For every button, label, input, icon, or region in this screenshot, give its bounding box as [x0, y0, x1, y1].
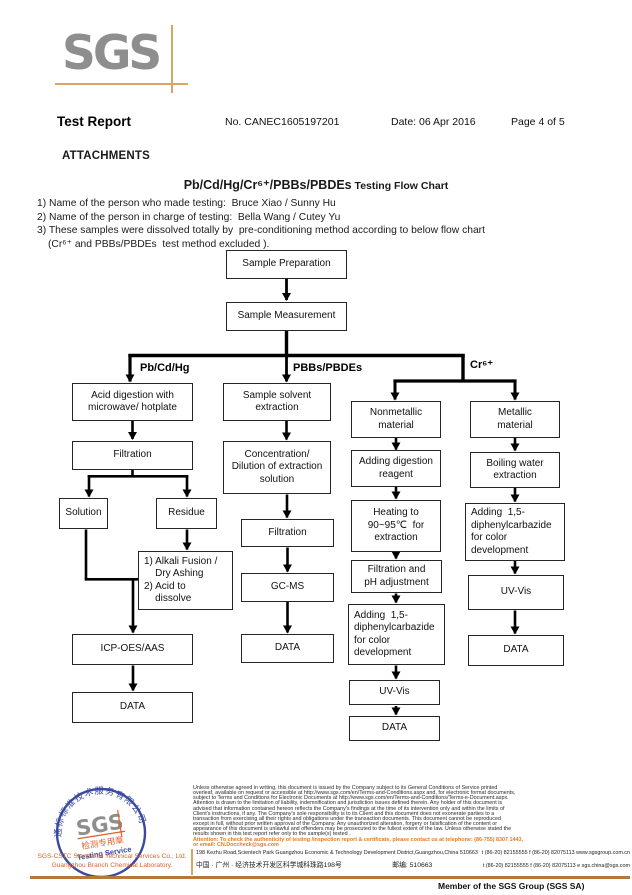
report-date: Date: 06 Apr 2016	[391, 116, 476, 128]
flow-node-adding-dpc-metallic: Adding 1,5- diphenylcarbazide for color …	[465, 503, 565, 561]
flow-node-solvent-extraction: Sample solvent extraction	[223, 383, 331, 421]
address-en: 198 Kezhu Road,Scientech Park Guangzhou …	[196, 850, 478, 856]
flow-node-residue: Residue	[156, 498, 217, 529]
contact-cn: t (86-20) 82155555 f (86-20) 82075113 e …	[482, 863, 630, 869]
terms-line: transaction from exercising all their ri…	[193, 815, 501, 822]
branch-label-cr6: Cr⁶⁺	[470, 359, 494, 371]
address-row-en: 198 Kezhu Road,Scientech Park Guangzhou …	[196, 850, 630, 856]
stamp-cross-horizontal	[77, 830, 126, 840]
stamp-company-line2: Guangzhou Branch Chemical Laboratory.	[51, 862, 173, 869]
flow-node-alkali-fusion: 1) Alkali Fusion / Dry Ashing 2) Acid to…	[138, 551, 233, 610]
flow-node-uv-vis-metallic: UV-Vis	[468, 575, 564, 610]
flow-node-acid-digestion: Acid digestion with microwave/ hotplate	[72, 383, 193, 421]
branch-label-pb-cd-hg: Pb/Cd/Hg	[140, 362, 190, 374]
terms-line: subject to Terms and Conditions for Elec…	[193, 795, 509, 802]
flow-chart-title-suffix: Testing Flow Chart	[351, 180, 449, 192]
page-number: Page 4 of 5	[511, 116, 565, 128]
sgs-logo: SGS	[62, 26, 162, 81]
terms-and-conditions-text: Unless otherwise agreed in writing, this…	[193, 785, 630, 848]
terms-line: overleaf, available on request or access…	[193, 790, 516, 797]
flow-node-filtration-ph-adjustment: Filtration and pH adjustment	[351, 560, 442, 593]
flow-node-sample-measurement: Sample Measurement	[226, 302, 347, 331]
report-number: No. CANEC1605197201	[225, 116, 340, 128]
flow-node-data-nonmetallic: DATA	[349, 716, 440, 741]
flow-node-heating-extraction: Heating to 90~95℃ for extraction	[351, 500, 441, 552]
logo-vertical-line	[171, 25, 173, 93]
doc-type-title: Test Report	[57, 114, 132, 129]
flow-node-adding-digestion-reagent: Adding digestion reagent	[351, 450, 441, 487]
note-line: 2) Name of the person in charge of testi…	[37, 211, 341, 223]
terms-line: Unless otherwise agreed in writing, this…	[193, 785, 498, 791]
address-block: 198 Kezhu Road,Scientech Park Guangzhou …	[196, 850, 630, 869]
attachments-heading: ATTACHMENTS	[62, 150, 151, 162]
stamp-company-line1: SGS-CSTC Standards Technical Services Co…	[37, 853, 187, 860]
flow-node-data-pbb: DATA	[241, 634, 334, 663]
flow-node-data-pb: DATA	[72, 692, 193, 723]
flow-node-solution: Solution	[59, 498, 108, 529]
terms-line: Client's instructions, if any. The Compa…	[193, 810, 495, 817]
flow-chart-title-main: Pb/Cd/Hg/Cr⁶⁺/PBBs/PBDEs	[183, 178, 352, 192]
address-row-cn: 中国 · 广州 · 经济技术开发区科学城科珠路198号 邮编: 510663 t…	[196, 859, 630, 869]
flow-node-gc-ms: GC-MS	[241, 573, 334, 602]
terms-line: Attention is drawn to the limitation of …	[193, 800, 503, 807]
flow-node-metallic-material: Metallic material	[470, 401, 560, 438]
flow-node-nonmetallic-material: Nonmetallic material	[351, 401, 441, 438]
stamp-company-lines: SGS-CSTC Standards Technical Services Co…	[28, 852, 196, 870]
terms-line: except in full, without prior written ap…	[193, 821, 498, 828]
flow-node-data-metallic: DATA	[468, 635, 564, 666]
flow-chart-title: Pb/Cd/Hg/Cr⁶⁺/PBBs/PBDEs Testing Flow Ch…	[0, 176, 632, 194]
postal-code: 邮编: 510663	[392, 862, 433, 869]
flow-node-adding-dpc-nonmetallic: Adding 1,5- diphenylcarbazide for color …	[348, 604, 445, 665]
flow-node-boiling-water-extraction: Boiling water extraction	[470, 452, 560, 488]
footer-vertical-divider	[191, 849, 193, 875]
note-line: (Cr⁶⁺ and PBBs/PBDEs test method exclude…	[48, 238, 270, 250]
terms-line: appearance of this document is unlawful …	[193, 826, 512, 833]
flow-node-filtration-pb: Filtration	[72, 441, 193, 470]
flow-node-icp-oes-aas: ICP-OES/AAS	[72, 634, 193, 665]
testing-service-stamp: 通标标准技术服务有限公司 SGS 检测专用章 Testing Service	[48, 785, 148, 879]
note-line: 3) These samples were dissolved totally …	[37, 225, 485, 236]
flow-node-concentration-dilution: Concentration/ Dilution of extraction so…	[223, 441, 331, 494]
note-line: 1) Name of the person who made testing: …	[37, 198, 336, 209]
attention-note-line1: Attention: To check the authenticity of …	[193, 836, 524, 843]
address-cn: 中国 · 广州 · 经济技术开发区科学城科珠路198号	[196, 862, 342, 869]
terms-line: results shown in this test report refer …	[193, 831, 351, 838]
branch-label-pbbs-pbdes: PBBs/PBDEs	[293, 362, 363, 374]
footer-rule	[30, 876, 630, 879]
flow-node-uv-vis-nonmetallic: UV-Vis	[349, 680, 440, 705]
notes-block: 1) Name of the person who made testing: …	[37, 197, 485, 251]
stamp-cross-vertical	[117, 810, 123, 837]
flow-node-filtration-pbb: Filtration	[241, 519, 334, 547]
logo-horizontal-line	[55, 83, 188, 85]
flow-node-sample-preparation: Sample Preparation	[226, 250, 347, 279]
attention-note-line2: or email: CN.Doccheck@sgs.com	[193, 841, 279, 848]
member-line: Member of the SGS Group (SGS SA)	[438, 881, 585, 891]
contact-en: t (86-20) 82155555 f (86-20) 82075113 ww…	[481, 850, 630, 856]
terms-line: advised that information contained hereo…	[193, 805, 505, 812]
